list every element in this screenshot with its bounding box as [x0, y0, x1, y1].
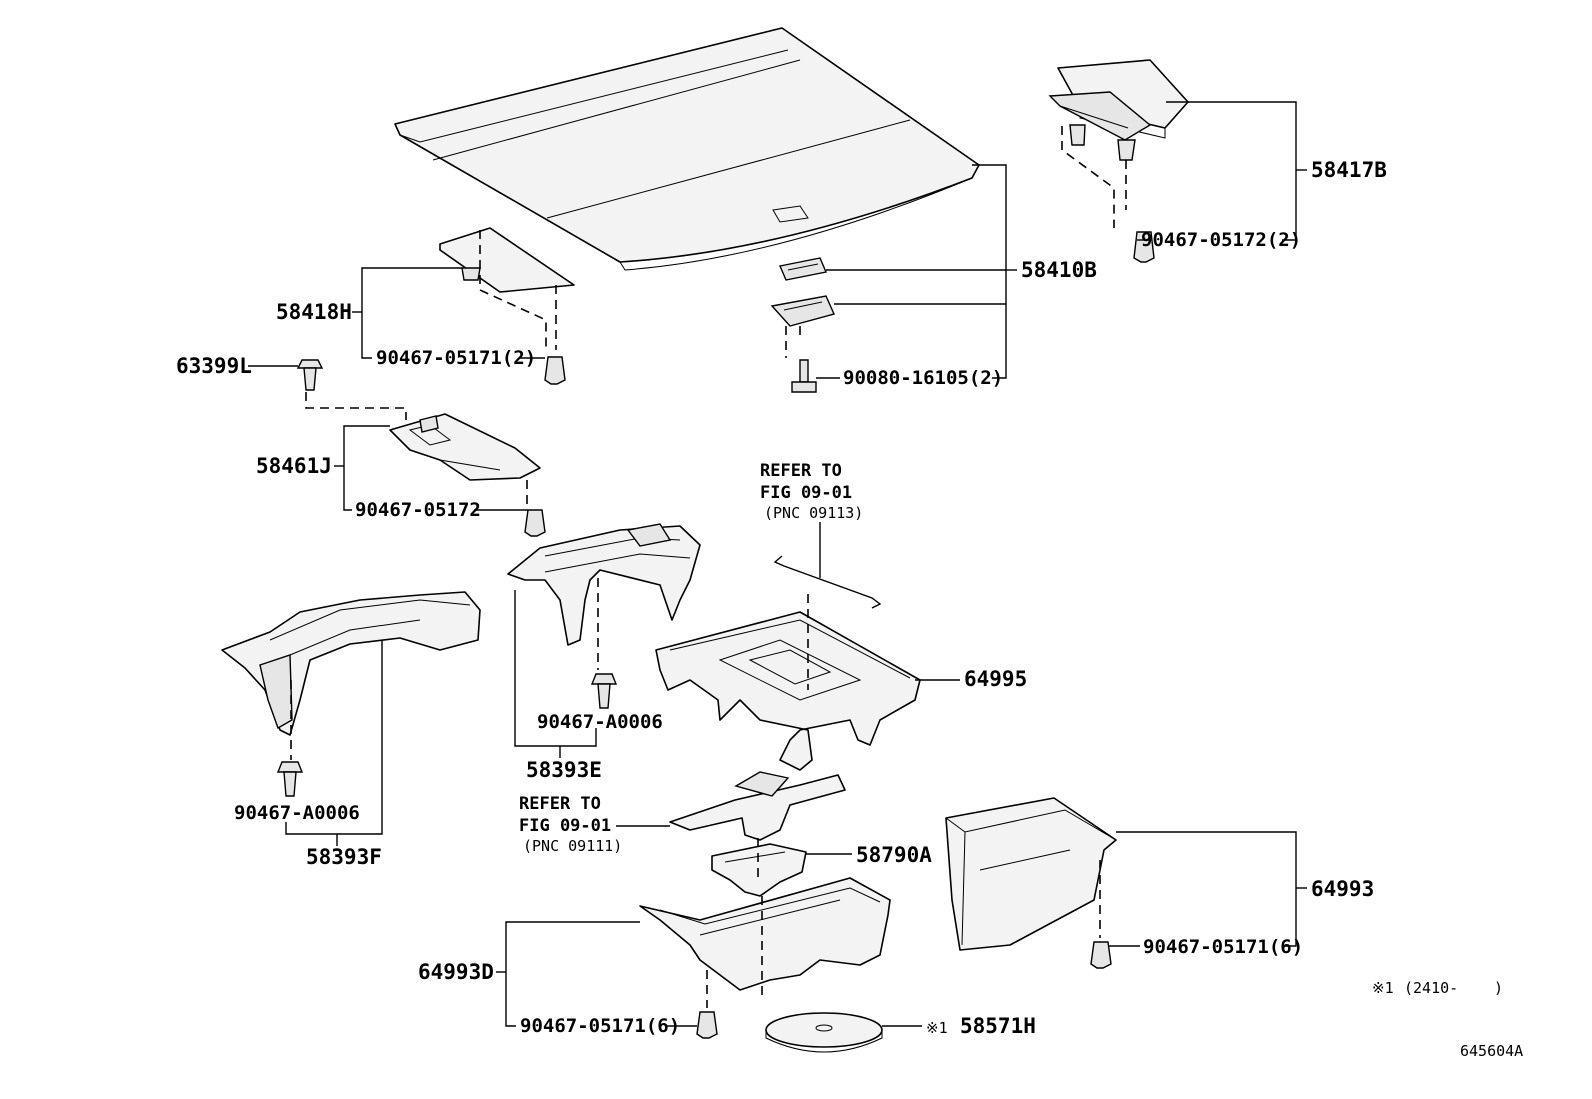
label-58410B: 58410B [1021, 258, 1097, 282]
refer-lower-line1: REFER TO [519, 794, 601, 814]
label-90467-A0006-b: 90467-A0006 [234, 802, 360, 824]
deck-pad-lower [770, 295, 835, 327]
hook-rod [773, 555, 882, 609]
deck-board [394, 27, 980, 271]
label-90467-05171-2: 90467-05171(2) [376, 347, 536, 369]
label-58418H: 58418H [276, 300, 352, 324]
jack [669, 771, 846, 841]
label-58417B: 58417B [1311, 158, 1387, 182]
assembly-lines [290, 126, 1127, 1008]
label-90467-05172-2: 90467-05172(2) [1141, 229, 1301, 251]
side-lid [1048, 59, 1189, 161]
refer-lower-line2: FIG 09-01 [519, 816, 611, 836]
label-90467-05171-6-b: 90467-05171(6) [520, 1015, 680, 1037]
disc-58571H [765, 1012, 883, 1053]
box-64993 [945, 797, 1117, 951]
jack-holder-58790A [711, 843, 807, 897]
clip-90467-05172-icon [524, 509, 546, 537]
label-90467-A0006-a: 90467-A0006 [537, 711, 663, 733]
label-58790A: 58790A [856, 843, 932, 867]
clip-90467-05171-6-b-icon [696, 1011, 718, 1039]
tray-64993D [639, 877, 891, 991]
label-64993D: 64993D [418, 960, 494, 984]
clip-90467-05171-2-icon [544, 356, 566, 385]
clip-90467-A0006-a-icon [590, 673, 618, 709]
footnote: ※1 (2410- ) [1372, 979, 1503, 997]
label-64993: 64993 [1311, 877, 1374, 901]
label-90467-05172: 90467-05172 [355, 499, 481, 521]
pin-63399L-icon [296, 359, 324, 391]
leader-lines [248, 101, 1307, 1027]
note-mark: ※1 [1372, 979, 1394, 997]
note-close: ) [1494, 979, 1503, 997]
refer-upper-line3: (PNC 09113) [764, 504, 863, 522]
side-cover-58418H [439, 227, 575, 293]
refer-upper: REFER TO FIG 09-01 (PNC 09113) [760, 461, 863, 522]
label-58461J: 58461J [256, 454, 332, 478]
screw-90080-icon [791, 359, 817, 393]
label-58393E: 58393E [526, 758, 602, 782]
refer-lower: REFER TO FIG 09-01 (PNC 09111) [519, 794, 622, 855]
clip-90467-05171-6-a-icon [1090, 941, 1112, 969]
left-rail-58393F [221, 591, 481, 736]
center-rail-58393E [507, 523, 701, 646]
label-note-mark-part: ※1 [926, 1019, 948, 1037]
part-labels: 58417B 90467-05172(2) 58410B 90080-16105… [176, 158, 1387, 1038]
tray-64995 [655, 611, 921, 771]
label-64995: 64995 [964, 667, 1027, 691]
label-58571H: 58571H [960, 1014, 1036, 1038]
label-58393F: 58393F [306, 845, 382, 869]
label-90467-05171-6-a: 90467-05171(6) [1143, 936, 1303, 958]
label-63399L: 63399L [176, 354, 252, 378]
bracket-58461J [389, 413, 541, 481]
note-text: (2410- [1404, 979, 1458, 997]
deck-pad-upper [779, 257, 827, 281]
clip-90467-A0006-b-icon [276, 761, 304, 797]
refer-lower-line3: (PNC 09111) [523, 837, 622, 855]
refer-upper-line2: FIG 09-01 [760, 483, 852, 503]
refer-upper-line1: REFER TO [760, 461, 842, 481]
label-90080-16105-2: 90080-16105(2) [843, 367, 1003, 389]
figure-id: 645604A [1460, 1042, 1523, 1060]
